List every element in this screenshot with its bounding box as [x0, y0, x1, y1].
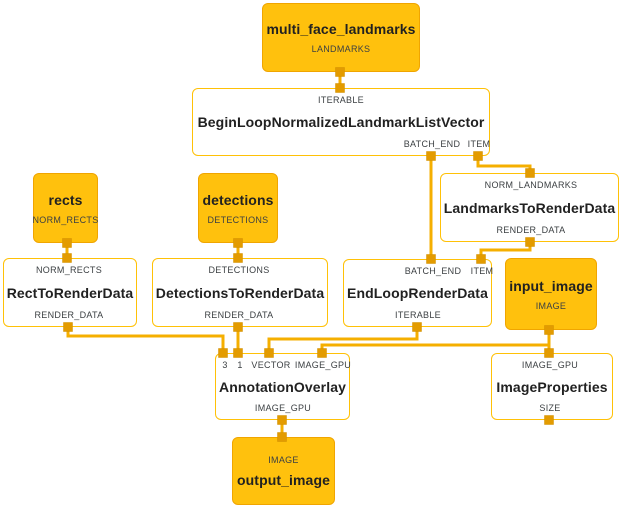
node-rect-to-render-data[interactable]: NORM_RECTS RectToRenderData RENDER_DATA: [3, 258, 137, 327]
port-connector[interactable]: [544, 415, 554, 425]
input-port-label: VECTOR: [251, 360, 291, 370]
port-connector[interactable]: [426, 254, 436, 264]
port-connector[interactable]: [233, 322, 243, 332]
port-connector[interactable]: [233, 253, 243, 263]
port-connector[interactable]: [473, 151, 483, 161]
node-end-loop-render-data[interactable]: BATCH_END ITEM EndLoopRenderData ITERABL…: [343, 259, 494, 327]
output-port-label: SIZE: [539, 403, 561, 413]
node-image-properties[interactable]: IMAGE_GPU ImageProperties SIZE: [491, 353, 613, 420]
node-title: EndLoopRenderData: [347, 285, 488, 301]
port-connector[interactable]: [412, 322, 422, 332]
node-title: input_image: [509, 277, 593, 294]
port-connector[interactable]: [233, 238, 243, 248]
port-connector[interactable]: [476, 254, 486, 264]
output-port-label: DETECTIONS: [207, 214, 269, 225]
port-connector[interactable]: [264, 348, 274, 358]
node-title: ImageProperties: [496, 378, 608, 395]
port-connector[interactable]: [426, 151, 436, 161]
output-port-label: ITEM: [467, 139, 491, 149]
input-port-label: DETECTIONS: [208, 265, 270, 275]
node-title: multi_face_landmarks: [266, 21, 416, 37]
port-connector[interactable]: [277, 432, 287, 442]
node-landmarks-to-render-data[interactable]: NORM_LANDMARKS LandmarksToRenderData REN…: [440, 173, 619, 242]
node-title: rects: [48, 191, 83, 208]
node-title: LandmarksToRenderData: [443, 199, 616, 216]
input-port-label: ITEM: [470, 266, 494, 276]
node-input-image[interactable]: input_image IMAGE: [505, 258, 597, 330]
node-title: RectToRenderData: [6, 284, 134, 301]
port-connector[interactable]: [335, 67, 345, 77]
node-output-image[interactable]: output_image IMAGE: [232, 437, 335, 505]
input-port-label: BATCH_END: [404, 266, 462, 276]
input-port-label: NORM_LANDMARKS: [484, 180, 578, 190]
edge-iterable-to-vector: [267, 328, 419, 354]
output-port-label: RENDER_DATA: [204, 310, 274, 320]
output-port-label: LANDMARKS: [311, 44, 371, 54]
node-multi-face-landmarks[interactable]: multi_face_landmarks LANDMARKS: [262, 3, 420, 72]
port-connector[interactable]: [335, 83, 345, 93]
port-connector[interactable]: [233, 348, 243, 358]
port-connector[interactable]: [63, 322, 73, 332]
node-title: BeginLoopNormalizedLandmarkListVector: [197, 114, 485, 130]
node-title: AnnotationOverlay: [219, 378, 346, 395]
node-detections-to-render-data[interactable]: DETECTIONS DetectionsToRenderData RENDER…: [152, 258, 328, 327]
input-port-label: ITERABLE: [318, 95, 364, 105]
node-annotation-overlay[interactable]: 3 1 VECTOR IMAGE_GPU AnnotationOverlay I…: [215, 353, 352, 420]
port-connector[interactable]: [525, 168, 535, 178]
port-connector[interactable]: [62, 253, 72, 263]
output-port-label: BATCH_END: [403, 139, 461, 149]
node-title: DetectionsToRenderData: [155, 284, 325, 301]
node-rects[interactable]: rects NORM_RECTS: [33, 173, 98, 243]
port-connector[interactable]: [218, 348, 228, 358]
edge-rectrender-to-port3: [66, 328, 225, 354]
port-connector[interactable]: [62, 238, 72, 248]
output-port-label: IMAGE_GPU: [254, 403, 312, 413]
edge-image-to-imagegpu-overlay: [320, 331, 551, 354]
input-port-label: IMAGE: [268, 454, 299, 465]
edge-item-to-normlandmarks: [476, 157, 532, 174]
node-title: output_image: [237, 471, 330, 488]
output-port-label: RENDER_DATA: [34, 310, 104, 320]
port-connector[interactable]: [544, 325, 554, 335]
port-connector[interactable]: [317, 348, 327, 358]
port-connector[interactable]: [544, 348, 554, 358]
port-connector[interactable]: [525, 237, 535, 247]
output-port-label: NORM_RECTS: [32, 214, 99, 225]
output-port-label: RENDER_DATA: [496, 225, 566, 235]
node-detections[interactable]: detections DETECTIONS: [198, 173, 278, 243]
input-port-label: 1: [237, 360, 243, 370]
input-port-label: IMAGE_GPU: [521, 360, 579, 370]
port-connector[interactable]: [277, 415, 287, 425]
output-port-label: ITERABLE: [395, 310, 441, 320]
input-port-label: IMAGE_GPU: [294, 360, 352, 370]
output-port-label: IMAGE: [535, 300, 567, 311]
input-port-label: 3: [222, 360, 228, 370]
node-title: detections: [202, 191, 274, 208]
input-port-label: NORM_RECTS: [35, 265, 103, 275]
node-begin-loop-normalized-landmark-list-vector[interactable]: ITERABLE BeginLoopNormalizedLandmarkList…: [192, 88, 490, 156]
